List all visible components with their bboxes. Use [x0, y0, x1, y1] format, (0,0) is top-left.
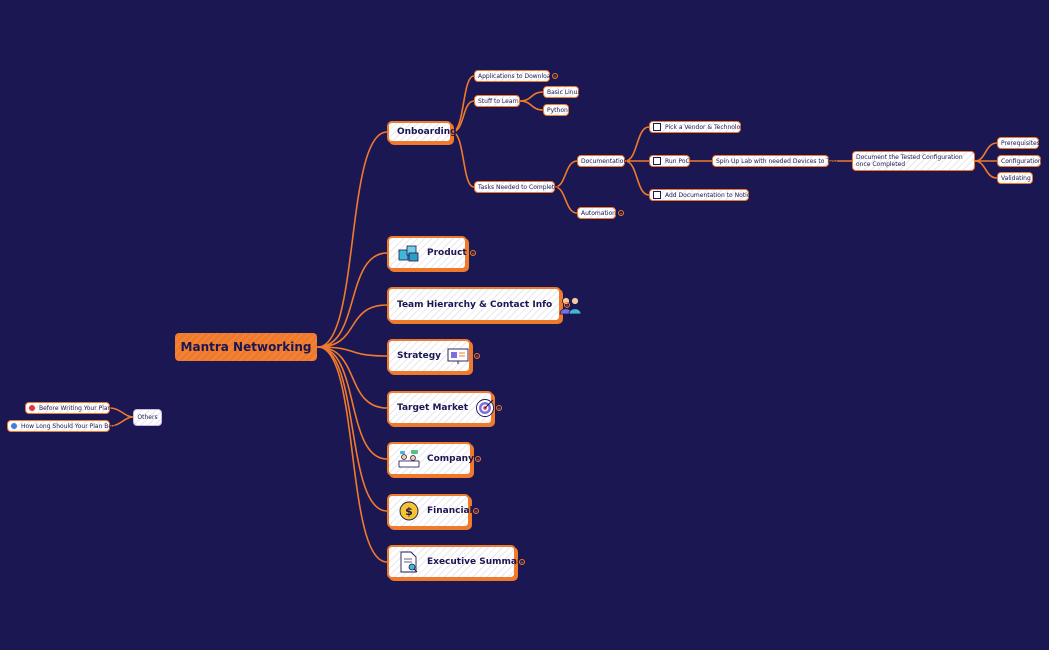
svg-text:$: $	[405, 505, 413, 518]
boxes-icon	[397, 242, 421, 264]
before-writing-node[interactable]: Before Writing Your Plan	[25, 402, 112, 414]
checkbox-icon[interactable]	[653, 191, 661, 199]
team-icon	[558, 294, 582, 316]
validating-node[interactable]: Validating	[997, 172, 1033, 184]
checkbox-icon[interactable]	[653, 157, 661, 165]
prerequisites-label: Prerequisites	[1001, 139, 1040, 147]
collapsed-indicator-icon[interactable]: +	[552, 73, 558, 79]
automation-node[interactable]: Automation	[577, 207, 616, 219]
onboarding-node[interactable]: Onboarding	[387, 121, 457, 143]
configuration-label: Configuration	[1001, 157, 1042, 165]
branch-label-strategy: Strategy	[397, 351, 442, 361]
team-hierarchy-node[interactable]: Team Hierarchy & Contact Info	[387, 287, 582, 322]
question-dot-icon	[11, 423, 17, 429]
executive-summary-node[interactable]: Executive Summary	[387, 545, 527, 579]
how-long-label: How Long Should Your Plan Be?	[21, 422, 116, 430]
dollar-coin-icon: $	[397, 500, 421, 522]
collapsed-indicator-icon[interactable]: +	[470, 250, 476, 256]
run-poc-label: Run PoC	[665, 157, 690, 165]
pick-vendor-label: Pick a Vendor & Technology	[665, 123, 748, 131]
automation-label: Automation	[581, 209, 616, 217]
tasks-node[interactable]: Tasks Needed to Complete	[474, 181, 558, 193]
branch-label-team: Team Hierarchy & Contact Info	[397, 299, 553, 310]
target-icon	[474, 397, 496, 419]
add-documentation-label: Add Documentation to Notion	[665, 191, 755, 199]
office-icon	[397, 448, 421, 470]
branch-label-executive: Executive Summary	[427, 557, 528, 567]
collapsed-indicator-icon[interactable]: +	[564, 302, 570, 308]
stuff-to-learn-label: Stuff to Learn	[478, 97, 519, 105]
collapsed-indicator-icon[interactable]: +	[519, 559, 525, 565]
python-label: Python	[547, 106, 568, 114]
add-documentation-node[interactable]: Add Documentation to Notion	[649, 189, 754, 201]
company-node[interactable]: Company	[387, 442, 474, 476]
document-tested-node[interactable]: Document the Tested Configuration once C…	[852, 151, 975, 171]
applications-node[interactable]: Applications to Download	[474, 70, 554, 82]
prerequisites-node[interactable]: Prerequisites	[997, 137, 1040, 149]
collapsed-indicator-icon[interactable]: +	[475, 456, 481, 462]
pick-vendor-node[interactable]: Pick a Vendor & Technology	[649, 121, 748, 133]
spin-up-lab-node[interactable]: Spin Up Lab with needed Devices to Test	[712, 155, 838, 167]
warning-dot-icon	[29, 405, 35, 411]
branch-label-financial: Financial	[427, 506, 473, 516]
spin-up-lab-label: Spin Up Lab with needed Devices to Test	[716, 157, 839, 165]
applications-label: Applications to Download	[478, 72, 555, 80]
presentation-board-icon	[447, 346, 469, 366]
how-long-node[interactable]: How Long Should Your Plan Be?	[7, 420, 115, 432]
collapsed-indicator-icon[interactable]: +	[496, 405, 502, 411]
python-node[interactable]: Python	[543, 104, 569, 116]
document-tested-label: Document the Tested Configuration once C…	[856, 154, 963, 168]
branch-label-target: Target Market	[397, 403, 469, 413]
configuration-node[interactable]: Configuration	[997, 155, 1042, 167]
tasks-label: Tasks Needed to Complete	[478, 183, 558, 191]
financial-node[interactable]: $ Financial	[387, 494, 473, 528]
others-node[interactable]: Others	[133, 409, 162, 426]
product-node[interactable]: Product	[387, 236, 467, 270]
collapsed-indicator-icon[interactable]: +	[618, 210, 624, 216]
documentation-label: Documentation	[581, 157, 628, 165]
basic-linux-label: Basic Linux	[547, 88, 581, 96]
basic-linux-node[interactable]: Basic Linux	[543, 86, 581, 98]
branch-label-product: Product	[427, 248, 467, 258]
checkbox-icon[interactable]	[653, 123, 661, 131]
target-market-node[interactable]: Target Market	[387, 391, 496, 425]
strategy-node[interactable]: Strategy	[387, 339, 471, 373]
documentation-node[interactable]: Documentation	[577, 155, 628, 167]
root-label: Mantra Networking	[180, 340, 312, 354]
before-writing-label: Before Writing Your Plan	[39, 404, 112, 412]
run-poc-node[interactable]: Run PoC	[649, 155, 690, 167]
collapsed-indicator-icon[interactable]: +	[474, 353, 480, 359]
collapsed-indicator-icon[interactable]: +	[473, 508, 479, 514]
onboarding-label: Onboarding	[397, 127, 457, 137]
others-label: Others	[137, 414, 158, 421]
stuff-to-learn-node[interactable]: Stuff to Learn	[474, 95, 520, 107]
document-search-icon	[397, 551, 421, 573]
branch-label-company: Company	[427, 454, 474, 464]
root-node[interactable]: Mantra Networking	[175, 333, 317, 361]
validating-label: Validating	[1001, 174, 1031, 182]
